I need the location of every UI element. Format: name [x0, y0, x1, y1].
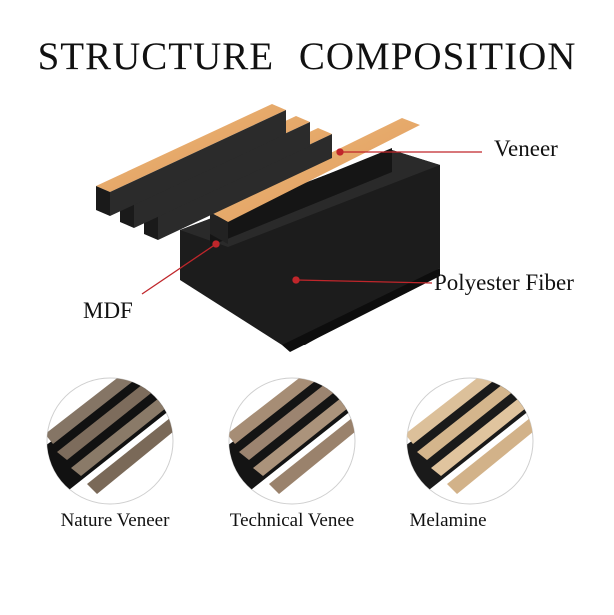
- panel-diagram: [96, 104, 482, 352]
- melamine-caption: Melamine: [409, 510, 487, 531]
- slat-4: [210, 118, 420, 246]
- technical-veneer-swatch: [228, 377, 356, 505]
- technical-veneer-caption: Technical Venee: [229, 510, 355, 531]
- melamine-swatch: [406, 377, 534, 505]
- veneer-label: Veneer: [494, 136, 558, 161]
- mdf-label: MDF: [83, 298, 133, 323]
- nature-veneer-swatch: [46, 377, 174, 505]
- nature-veneer-caption: Nature Veneer: [60, 510, 170, 531]
- polyester-fiber-label: Polyester Fiber: [434, 270, 574, 295]
- page-title: STRUCTURE COMPOSITION: [37, 35, 577, 78]
- callout-lines: [141, 148, 482, 295]
- slat-1: [96, 104, 286, 216]
